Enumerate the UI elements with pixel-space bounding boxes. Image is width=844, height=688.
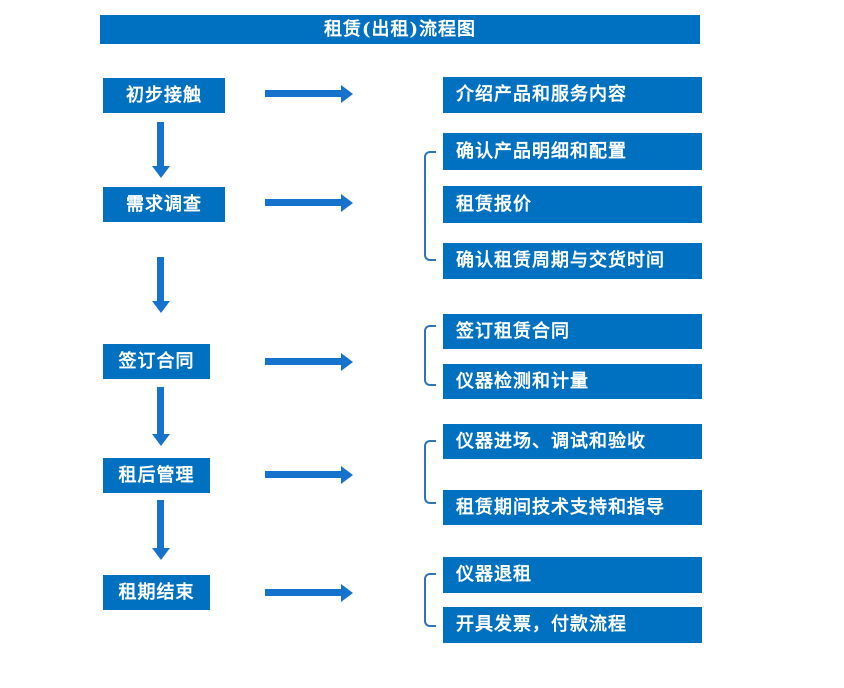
- group-bracket: [424, 151, 436, 261]
- group-bracket: [424, 325, 436, 386]
- detail-box-sign-rental-contract: 签订租赁合同: [443, 314, 702, 349]
- right-arrow: [265, 471, 341, 478]
- flowchart-title: 租赁(出租)流程图: [100, 15, 700, 44]
- detail-box-introduce-products: 介绍产品和服务内容: [443, 77, 702, 113]
- detail-box-instrument-return: 仪器退租: [443, 557, 702, 593]
- step-box-demand-survey: 需求调查: [103, 187, 225, 222]
- detail-box-invoice-payment: 开具发票，付款流程: [443, 607, 702, 643]
- detail-box-instrument-setup-acceptance: 仪器进场、调试和验收: [443, 424, 702, 459]
- down-arrow: [157, 257, 164, 301]
- detail-box-technical-support: 租赁期间技术支持和指导: [443, 490, 702, 525]
- down-arrow: [157, 122, 164, 166]
- right-arrow: [265, 199, 341, 206]
- step-box-sign-contract: 签订合同: [103, 344, 210, 379]
- right-arrow: [265, 589, 341, 596]
- detail-box-confirm-product-config: 确认产品明细和配置: [443, 133, 702, 170]
- detail-box-confirm-period-delivery: 确认租赁周期与交货时间: [443, 243, 702, 279]
- step-box-rental-end: 租期结束: [103, 575, 210, 610]
- detail-box-instrument-inspection: 仪器检测和计量: [443, 364, 702, 399]
- group-bracket: [424, 573, 436, 627]
- detail-box-rental-quote: 租赁报价: [443, 186, 702, 223]
- right-arrow: [265, 90, 341, 97]
- step-box-initial-contact: 初步接触: [103, 78, 225, 113]
- down-arrow: [157, 500, 164, 548]
- down-arrow: [157, 387, 164, 434]
- step-box-post-rental-management: 租后管理: [103, 458, 210, 493]
- group-bracket: [424, 440, 436, 504]
- right-arrow: [265, 358, 341, 365]
